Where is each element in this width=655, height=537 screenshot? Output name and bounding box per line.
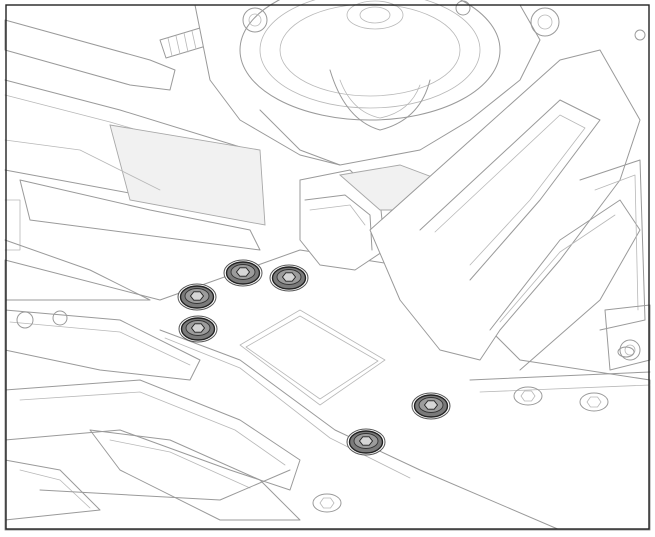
screw-b bbox=[579, 392, 609, 412]
right-arm-bracket bbox=[369, 49, 651, 371]
motor-housing bbox=[194, 0, 646, 166]
screw-5 bbox=[411, 392, 451, 420]
drawing-frame bbox=[5, 4, 650, 530]
chassis-plate bbox=[4, 249, 651, 531]
screw-6 bbox=[346, 428, 386, 456]
plain-screws bbox=[312, 346, 635, 513]
screw-2 bbox=[269, 264, 309, 292]
screw-d bbox=[617, 346, 635, 358]
threaded-stud bbox=[159, 27, 207, 59]
upper-left-rails bbox=[4, 19, 266, 301]
screw-3 bbox=[177, 283, 217, 311]
screw-c bbox=[312, 493, 342, 513]
highlighted-screws bbox=[177, 259, 451, 456]
screw-1 bbox=[223, 259, 263, 287]
screw-4 bbox=[178, 315, 218, 343]
lower-left-arms bbox=[4, 309, 301, 521]
screw-a bbox=[513, 386, 543, 406]
